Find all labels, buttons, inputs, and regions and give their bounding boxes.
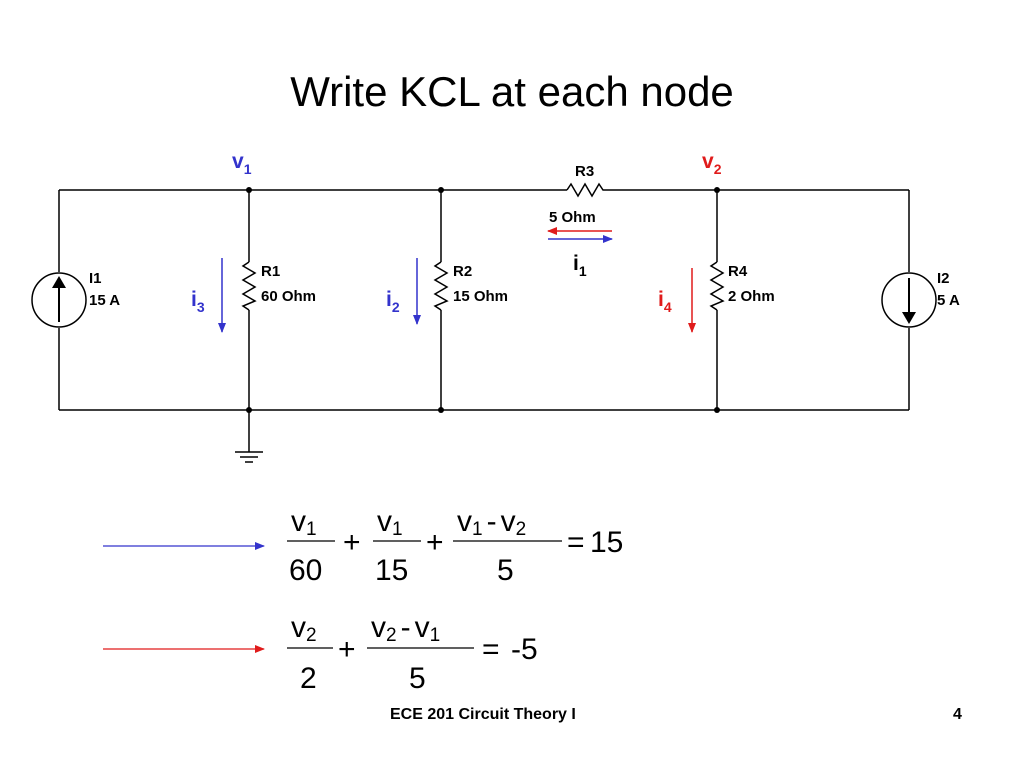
slide-title: Write KCL at each node bbox=[290, 68, 734, 115]
eq1-plus-1: + bbox=[343, 526, 361, 559]
resistor-r3-icon bbox=[566, 182, 607, 198]
resistor-r1-icon bbox=[241, 261, 257, 311]
footer-page-number: 4 bbox=[953, 706, 962, 723]
node-dots bbox=[246, 187, 720, 413]
node-v1-label: v1 bbox=[232, 150, 252, 177]
node-dot bbox=[714, 407, 720, 413]
r3-label: R3 bbox=[575, 163, 594, 180]
eq2-equals: = bbox=[482, 633, 500, 666]
r1-value: 60 Ohm bbox=[261, 288, 316, 305]
node-dot bbox=[246, 187, 252, 193]
equation-2: v2 2 + v2-v1 5 = -5 bbox=[287, 611, 538, 695]
node-dot bbox=[438, 407, 444, 413]
r1-label: R1 bbox=[261, 263, 280, 280]
eq1-equals: = bbox=[567, 526, 585, 559]
r2-label: R2 bbox=[453, 263, 472, 280]
i2-value: 5 A bbox=[937, 292, 960, 309]
node-dot bbox=[246, 407, 252, 413]
r3-value: 5 Ohm bbox=[549, 209, 596, 226]
eq1-term2-numerator: v1 bbox=[377, 505, 403, 540]
resistor-r4-icon bbox=[709, 261, 725, 311]
node-dot bbox=[714, 187, 720, 193]
eq2-term2-numerator: v2-v1 bbox=[371, 611, 440, 646]
current-i3-label: i3 bbox=[191, 288, 205, 315]
current-source-i1 bbox=[31, 272, 87, 328]
footer-course-title: ECE 201 Circuit Theory I bbox=[390, 706, 576, 723]
eq2-term1-numerator: v2 bbox=[291, 611, 317, 646]
eq1-rhs: 15 bbox=[590, 526, 623, 559]
eq1-term1-denominator: 60 bbox=[289, 554, 322, 587]
eq2-term1-denominator: 2 bbox=[300, 662, 317, 695]
eq1-term3-denominator: 5 bbox=[497, 554, 514, 587]
node-v2-label: v2 bbox=[702, 150, 722, 177]
ground-icon bbox=[235, 451, 263, 463]
i1-value: 15 A bbox=[89, 292, 120, 309]
equation-1: v1 60 + v1 15 + v1-v2 5 = 15 bbox=[287, 505, 623, 587]
circuit-wires bbox=[58, 189, 910, 452]
current-i2-label: i2 bbox=[386, 288, 400, 315]
eq1-term1-numerator: v1 bbox=[291, 505, 317, 540]
current-source-i2 bbox=[881, 272, 937, 328]
eq2-plus: + bbox=[338, 633, 356, 666]
eq2-term2-denominator: 5 bbox=[409, 662, 426, 695]
eq2-rhs: -5 bbox=[511, 633, 538, 666]
node-dot bbox=[438, 187, 444, 193]
current-i4-label: i4 bbox=[658, 288, 672, 315]
eq1-term2-denominator: 15 bbox=[375, 554, 408, 587]
resistor-r2-icon bbox=[433, 261, 449, 311]
current-i1-label: i1 bbox=[573, 252, 587, 279]
r4-value: 2 Ohm bbox=[728, 288, 775, 305]
i2-label: I2 bbox=[937, 270, 950, 287]
eq1-term3-numerator: v1-v2 bbox=[457, 505, 526, 540]
r2-value: 15 Ohm bbox=[453, 288, 508, 305]
r4-label: R4 bbox=[728, 263, 748, 280]
eq1-plus-2: + bbox=[426, 526, 444, 559]
i1-label: I1 bbox=[89, 270, 102, 287]
